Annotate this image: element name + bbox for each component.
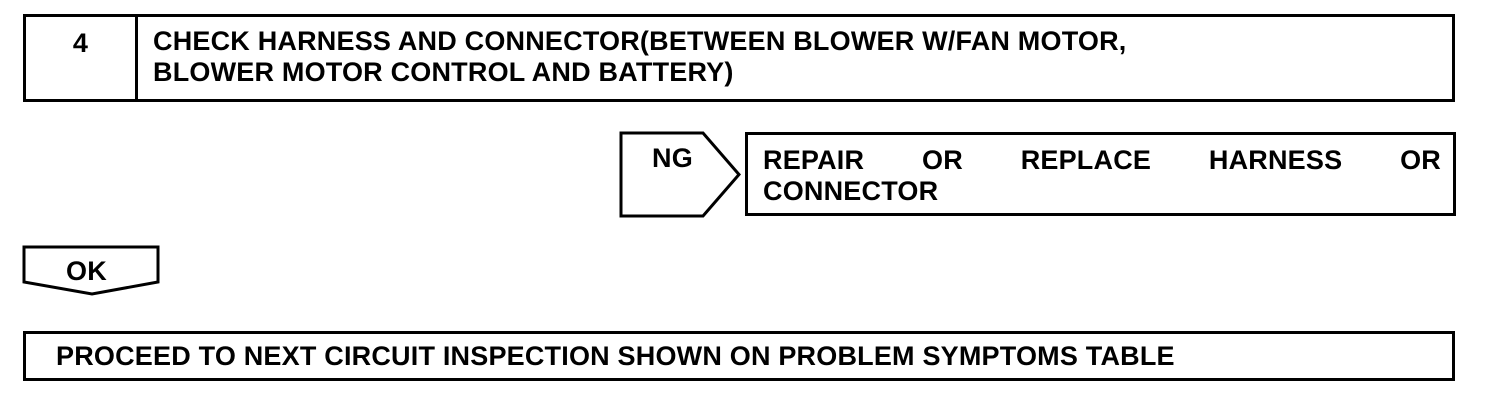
ng-action-word: HARNESS <box>1208 145 1343 175</box>
ng-action-box: REPAIR OR REPLACE HARNESS OR CONNECTOR <box>745 132 1456 216</box>
ng-action-line-2: CONNECTOR <box>763 176 939 206</box>
ok-label: OK <box>66 256 107 286</box>
step-title-line-1: CHECK HARNESS AND CONNECTOR(BETWEEN BLOW… <box>153 26 1127 56</box>
ng-action-word: REPLACE <box>1020 145 1152 175</box>
ng-arrow-shape <box>619 131 741 218</box>
step-number: 4 <box>26 17 138 99</box>
ng-action-word: REPAIR <box>763 145 865 175</box>
ok-arrow-shape <box>22 245 160 296</box>
ng-action-text: REPAIR OR REPLACE HARNESS OR CONNECTOR <box>763 145 1441 207</box>
ng-action-word: OR <box>922 145 963 175</box>
step-title: CHECK HARNESS AND CONNECTOR(BETWEEN BLOW… <box>153 26 1433 88</box>
step-header-box: 4 CHECK HARNESS AND CONNECTOR(BETWEEN BL… <box>23 14 1455 102</box>
final-action-text: PROCEED TO NEXT CIRCUIT INSPECTION SHOWN… <box>56 341 1175 371</box>
ng-action-line-1: REPAIR OR REPLACE HARNESS OR <box>763 145 1441 176</box>
step-title-line-2: BLOWER MOTOR CONTROL AND BATTERY) <box>153 57 734 87</box>
ng-action-word: OR <box>1400 145 1441 175</box>
ng-label: NG <box>652 143 693 173</box>
final-action-box: PROCEED TO NEXT CIRCUIT INSPECTION SHOWN… <box>23 331 1455 381</box>
